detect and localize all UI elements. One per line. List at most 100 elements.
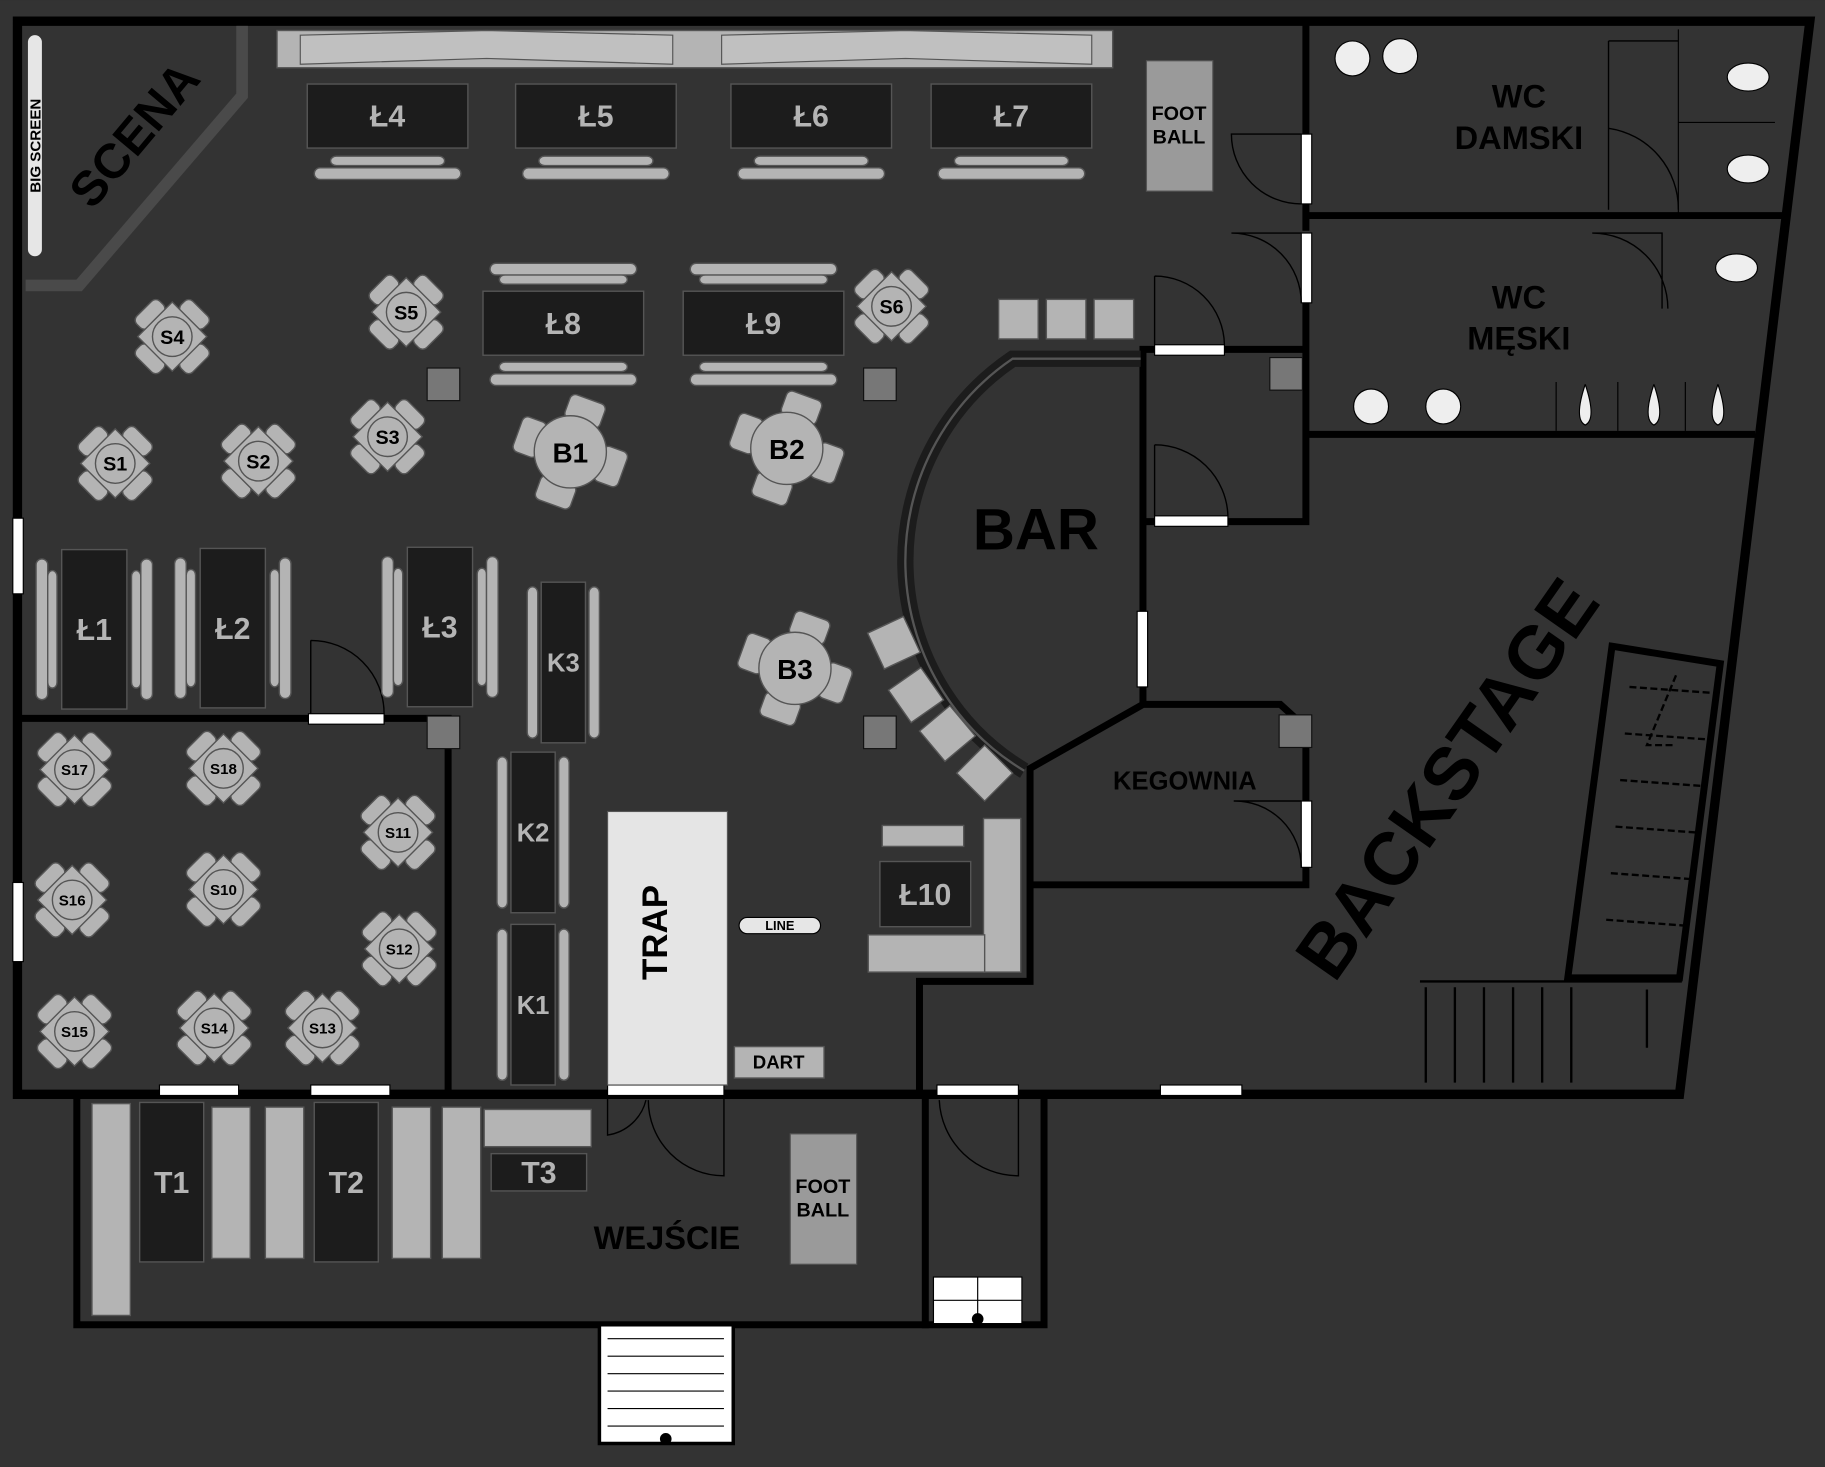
bench [35, 558, 49, 701]
table-s3[interactable]: S3 [332, 381, 444, 493]
table-label: S13 [309, 1021, 336, 1038]
bench [689, 373, 838, 387]
table-s17[interactable]: S17 [19, 714, 131, 826]
table-ł2[interactable]: Ł2 [173, 547, 292, 709]
table-label: T1 [154, 1167, 189, 1200]
table-label: S16 [59, 893, 86, 910]
speakers [426, 356, 1313, 750]
table-s1[interactable]: S1 [59, 408, 171, 520]
table-k1[interactable]: K1 [496, 923, 570, 1086]
bench [538, 155, 654, 167]
bar-seats [91, 298, 1135, 1317]
entrance-label: WEJŚCIE [594, 1219, 741, 1256]
wc-women: WC DAMSKI [1334, 29, 1775, 216]
sofa-top [276, 29, 1114, 69]
table-s5[interactable]: S5 [350, 256, 462, 368]
table-ł3[interactable]: Ł3 [381, 546, 499, 708]
bench [489, 262, 638, 276]
table-s2[interactable]: S2 [202, 405, 314, 517]
bench [140, 558, 154, 701]
bench [698, 274, 829, 285]
table-label: B2 [769, 434, 805, 465]
table-label: B1 [552, 437, 588, 468]
table-s14[interactable]: S14 [158, 972, 270, 1084]
table-label: S5 [394, 302, 418, 324]
toilet-icon [1726, 154, 1770, 184]
wc-women-label-1: WC [1492, 78, 1546, 114]
table-label: Ł10 [899, 879, 951, 912]
wc-men-label-1: WC [1492, 280, 1546, 316]
table-label: S1 [103, 454, 127, 476]
table-k3[interactable]: K3 [526, 581, 601, 744]
table-ł1[interactable]: Ł1 [35, 548, 154, 710]
table-s18[interactable]: S18 [168, 712, 280, 824]
bench [498, 274, 629, 285]
table-label: Ł7 [994, 101, 1029, 134]
bench [496, 928, 509, 1082]
table-label: Ł3 [422, 612, 457, 645]
table-b3[interactable]: B3 [736, 609, 854, 727]
table-ł8[interactable]: Ł8 [482, 262, 645, 387]
sink-icon [1425, 388, 1462, 425]
table-s4[interactable]: S4 [116, 281, 228, 393]
entrance-stairs [597, 1323, 736, 1446]
table-label: K1 [517, 992, 550, 1020]
table-ł5[interactable]: Ł5 [514, 83, 677, 181]
bench [392, 567, 404, 687]
football-table-2[interactable]: FOOT BALL [789, 1133, 858, 1265]
table-label: S12 [386, 941, 413, 958]
table-label: K3 [547, 650, 580, 678]
toilet-icon [1715, 253, 1759, 283]
table-b2[interactable]: B2 [728, 389, 846, 507]
football-table-1[interactable]: FOOT BALL [1145, 60, 1214, 192]
bench [588, 586, 601, 739]
table-ł7[interactable]: Ł7 [930, 83, 1093, 181]
table-b1[interactable]: B1 [511, 393, 629, 511]
football-label: BALL [797, 1200, 850, 1222]
football-label: BALL [1153, 126, 1206, 148]
sink-icon [1382, 38, 1419, 75]
table-s15[interactable]: S15 [19, 975, 131, 1087]
table-label: B3 [777, 654, 813, 685]
table-label: S14 [201, 1021, 229, 1038]
bar-label: BAR [973, 498, 1099, 563]
bench [329, 155, 446, 167]
table-s10[interactable]: S10 [168, 833, 280, 945]
table-ł6[interactable]: Ł6 [730, 83, 893, 181]
table-ł10[interactable]: Ł10 [879, 860, 972, 928]
keg-room-label: KEGOWNIA [1113, 767, 1257, 795]
bench [489, 373, 638, 387]
table-ł9[interactable]: Ł9 [682, 262, 845, 387]
bench [130, 569, 142, 689]
table-label: Ł2 [215, 613, 250, 646]
dart-label: DART [753, 1052, 805, 1073]
table-t2[interactable]: T2 [313, 1101, 379, 1263]
table-s13[interactable]: S13 [266, 972, 378, 1084]
table-s12[interactable]: S12 [343, 893, 455, 1005]
bench [698, 361, 829, 373]
football-label: FOOT [795, 1176, 850, 1198]
table-t3[interactable]: T3 [490, 1152, 588, 1192]
bench [381, 555, 395, 699]
sink-icon [1353, 388, 1390, 425]
line-label: LINE [765, 918, 795, 933]
table-s6[interactable]: S6 [836, 250, 948, 362]
bench [689, 262, 838, 276]
bench [496, 756, 509, 909]
toilet-icon [1726, 62, 1770, 92]
bench [278, 557, 292, 700]
table-label: S15 [61, 1024, 88, 1041]
table-label: S4 [160, 327, 184, 349]
table-label: S11 [385, 825, 411, 842]
bench [485, 555, 499, 699]
table-k2[interactable]: K2 [496, 751, 570, 914]
table-ł4[interactable]: Ł4 [306, 83, 469, 181]
table-s16[interactable]: S16 [16, 844, 128, 956]
table-label: S2 [246, 451, 270, 473]
bench [937, 167, 1086, 181]
table-t1[interactable]: T1 [138, 1101, 205, 1263]
dart-board[interactable]: DART [733, 1045, 825, 1079]
backstage-stairs [1419, 642, 1725, 1083]
table-s11[interactable]: S11 [342, 776, 454, 888]
wc-women-label-2: DAMSKI [1455, 120, 1584, 156]
